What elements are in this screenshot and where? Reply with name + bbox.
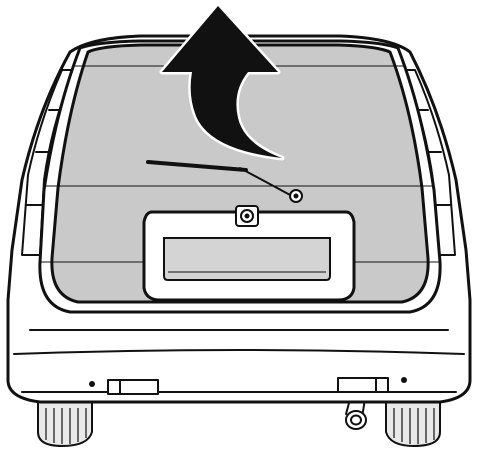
rear-camera <box>236 206 258 226</box>
